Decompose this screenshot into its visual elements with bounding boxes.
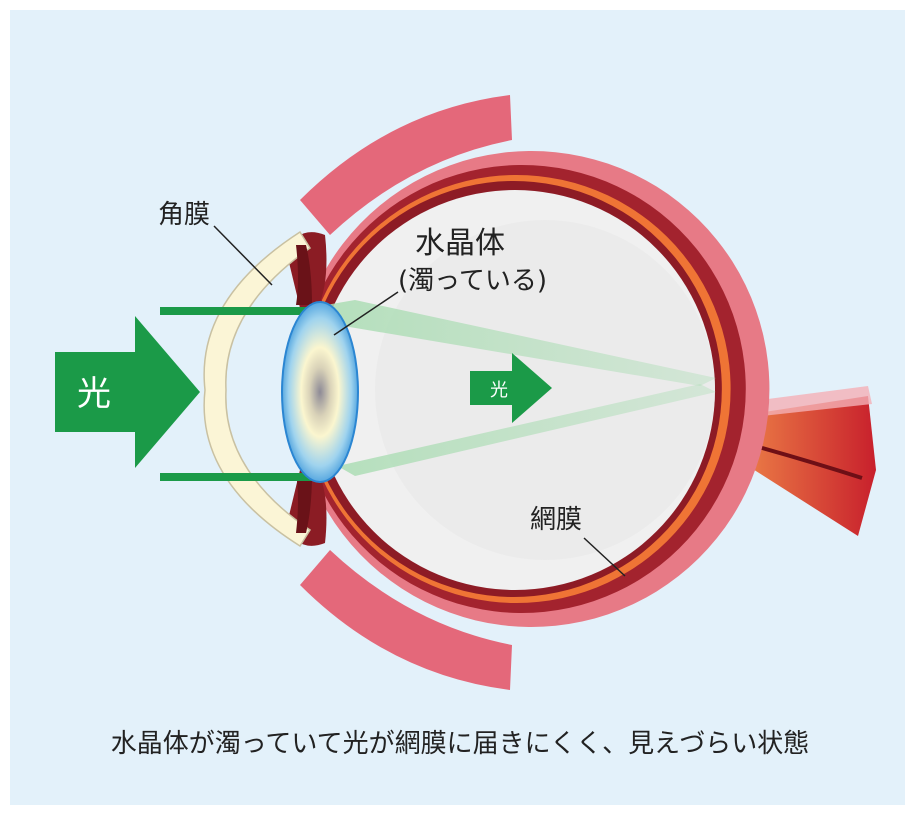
cornea-label: 角膜 xyxy=(158,200,210,230)
lens-leader-line xyxy=(333,291,399,336)
upper-eyelid xyxy=(300,95,512,235)
iris-lower xyxy=(296,473,312,533)
lower-eyelid xyxy=(300,550,512,690)
light-arrow-outside-label: 光 xyxy=(77,374,111,414)
lens-cloudy-label: (濁っている) xyxy=(398,266,547,296)
cornea-leader-line xyxy=(213,225,273,286)
light-beams xyxy=(320,300,716,476)
light-arrow-inside xyxy=(470,353,552,423)
cloudy-lens xyxy=(281,301,359,483)
diagram-caption: 水晶体が濁っていて光が網膜に届きにくく、見えづらい状態 xyxy=(111,729,810,759)
lens-label: 水晶体 xyxy=(415,226,505,261)
retina-label: 網膜 xyxy=(530,505,582,535)
light-arrow-inside-label: 光 xyxy=(490,380,508,401)
retina-leader-line xyxy=(583,537,626,577)
light-arrow-outside xyxy=(55,316,200,468)
iris-upper xyxy=(296,245,312,305)
